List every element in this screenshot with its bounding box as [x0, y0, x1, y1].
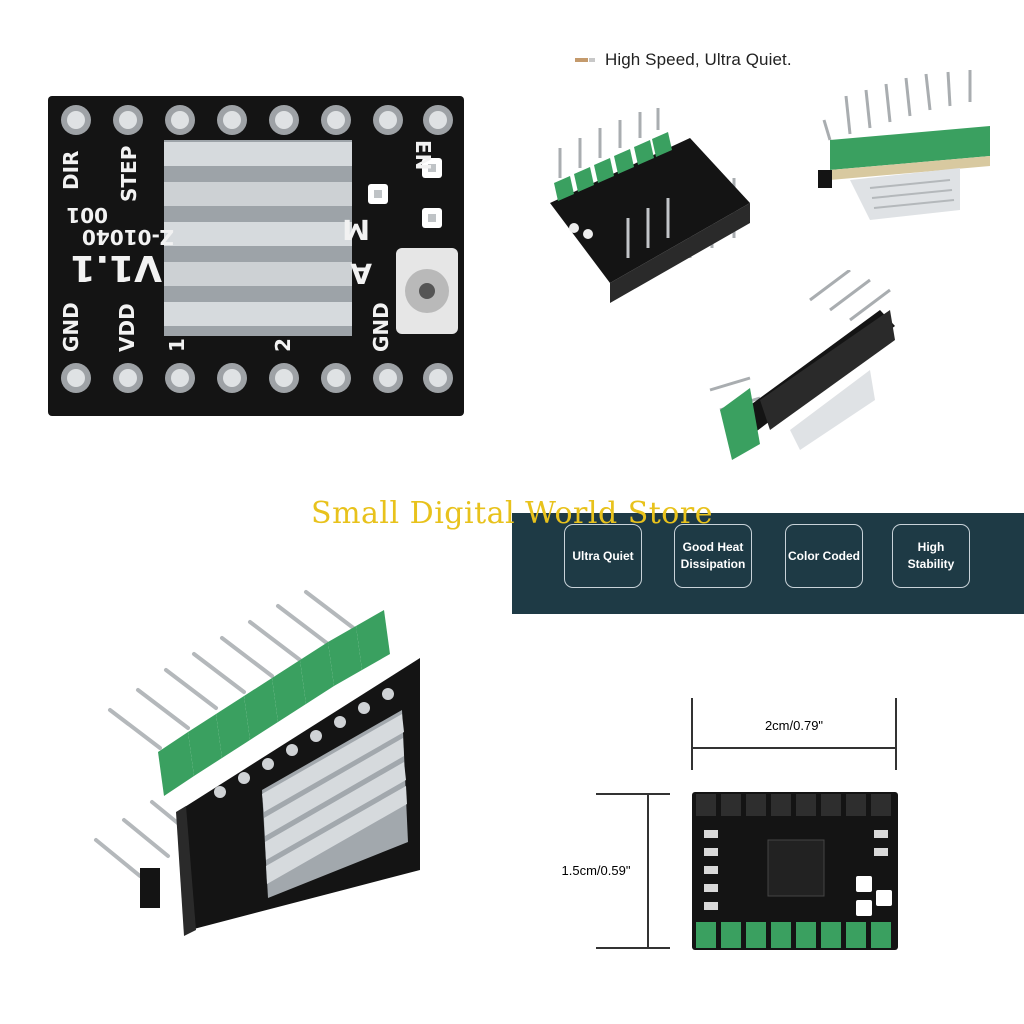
label-vdd: VDD	[115, 303, 139, 352]
width-dimension: 2cm/0.79"	[765, 718, 823, 733]
board-top-photo: DIR STEP 001 Z-01040 V1.1 M A EN GND VDD…	[48, 96, 464, 416]
label-code: Z-01040	[82, 225, 174, 249]
label-m: M	[342, 213, 370, 246]
label-dir: DIR	[59, 151, 83, 190]
board-3d-photo	[94, 590, 420, 936]
label-en: EN	[411, 140, 435, 170]
label-a: A	[350, 257, 372, 290]
feature-banner: Ultra Quiet Good Heat Dissipation Color …	[512, 513, 1024, 614]
board-angled-photo-2	[818, 70, 990, 220]
bottom-pin-row	[61, 363, 453, 393]
board-angled-photo-1	[550, 108, 750, 303]
label-pin2: 2	[271, 338, 295, 352]
feature-color-coded: Color Coded	[785, 524, 863, 588]
feature-heat-dissipation: Good Heat Dissipation	[674, 524, 752, 588]
label-step: STEP	[117, 146, 141, 202]
tagline: High Speed, Ultra Quiet.	[575, 48, 792, 72]
tagline-text: High Speed, Ultra Quiet.	[605, 50, 792, 69]
heatsink	[164, 140, 352, 336]
board-angled-photo-3	[709, 270, 895, 460]
feature-ultra-quiet: Ultra Quiet	[564, 524, 642, 588]
label-gnd-right: GND	[369, 302, 393, 352]
top-pin-row	[61, 105, 453, 135]
feature-high-stability: High Stability	[892, 524, 970, 588]
label-rev: 001	[66, 203, 108, 227]
store-watermark: Small Digital World Store	[311, 496, 713, 531]
height-dimension: 1.5cm/0.59"	[562, 863, 631, 878]
label-version: V1.1	[70, 247, 162, 288]
label-gnd: GND	[59, 302, 83, 352]
potentiometer	[396, 248, 458, 334]
label-pin1: 1	[165, 338, 189, 352]
dimension-diagram: 2cm/0.79" 1.5cm/0.59"	[562, 698, 898, 950]
tagline-mark-icon	[575, 58, 595, 62]
